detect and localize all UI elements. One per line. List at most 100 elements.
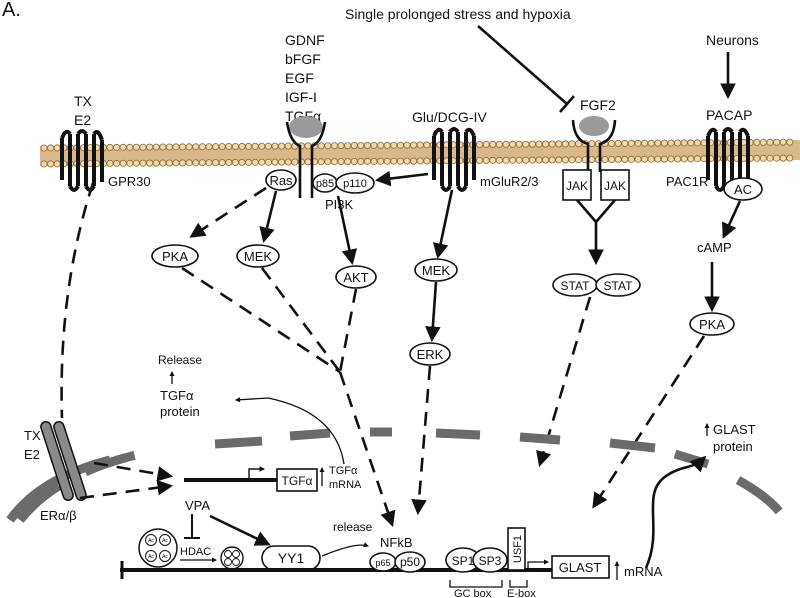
lipid-head (212, 159, 220, 167)
estrogen-receptor (40, 421, 87, 501)
glast-promoter-arrow (527, 559, 550, 570)
lipid-head (509, 140, 517, 148)
pka-label: PKA (162, 249, 188, 264)
lipid-head (198, 143, 206, 151)
lipid-head (330, 158, 338, 166)
lipid-head (522, 156, 530, 164)
pac1r-receptor (706, 127, 750, 192)
lipid-head (231, 158, 239, 166)
lipid-head (693, 155, 701, 163)
lipid-head (575, 140, 583, 148)
lipid-head (159, 159, 167, 167)
yy1-release-arrow (321, 542, 369, 557)
hdac-label: HDAC (180, 546, 211, 558)
gpr30-label: GPR30 (108, 174, 151, 189)
lipid-head (627, 155, 635, 163)
lipid-head (674, 139, 682, 147)
lipid-head (634, 139, 642, 147)
lipid-head (126, 143, 134, 151)
lipid-head (251, 142, 259, 150)
tgfa-gene-label: TGFα (282, 474, 313, 488)
lipid-head (212, 143, 220, 151)
e-box-label: E-box (507, 588, 536, 598)
lipid-head (377, 157, 385, 165)
lipid-head (568, 156, 576, 164)
growth-factor-receptor (285, 116, 327, 198)
lipid-head (284, 158, 292, 166)
ac-mark: Ac (162, 554, 168, 560)
glu-label: Glu/DCG-IV (412, 109, 487, 125)
akt-node (335, 265, 377, 289)
pka-to-glast-arrow (592, 335, 706, 509)
lipid-head (608, 155, 616, 163)
lipid-head (773, 138, 781, 146)
lipid-head (687, 155, 695, 163)
lipid-head (258, 142, 266, 150)
lipid-head (753, 138, 761, 146)
lipid-head (119, 159, 127, 167)
p110-label: p110 (343, 178, 367, 190)
growth-factor-label: IGF-I (285, 89, 317, 105)
lipid-head (172, 143, 180, 151)
lipid-head (423, 157, 431, 165)
pka2-label: PKA (699, 317, 725, 332)
stat-node-right (595, 273, 641, 297)
jak-box-left (562, 169, 592, 201)
lipid-head (588, 140, 596, 148)
gc-box-label: GC box (454, 588, 492, 598)
lipid-head (410, 141, 418, 149)
lipid-head (515, 140, 523, 148)
lipid-head (390, 141, 398, 149)
lipid-head (205, 143, 213, 151)
lipid-head (165, 159, 173, 167)
lipid-head (350, 157, 358, 165)
lipid-head (53, 144, 61, 152)
tx-label: TX (74, 93, 93, 109)
lipid-head (528, 140, 536, 148)
lipid-head (403, 141, 411, 149)
jak-to-stat-arrow (576, 199, 616, 262)
lipid-head (608, 139, 616, 147)
converge-to-nfkb-arrow (338, 371, 396, 527)
release-label: Release (158, 353, 202, 367)
lipid-head (40, 144, 48, 152)
lipid-head (641, 139, 649, 147)
ras-protein (265, 169, 297, 191)
lipid-head (614, 139, 622, 147)
lipid-head (476, 156, 484, 164)
lipid-head (106, 143, 114, 151)
lipid-head (660, 155, 668, 163)
lipid-head (535, 156, 543, 164)
growth-factor-label: bFGF (285, 51, 321, 67)
stress-label: Single prolonged stress and hypoxia (345, 6, 571, 22)
lipid-head (627, 139, 635, 147)
mglur-to-pi3k-arrow (374, 170, 429, 187)
mglur-to-mek-arrow (432, 189, 454, 260)
lipid-head (165, 143, 173, 151)
lipid-head (548, 140, 556, 148)
lipid-head (759, 154, 767, 162)
lipid-head (621, 139, 629, 147)
lipid-head (568, 140, 576, 148)
lipid-head (588, 156, 596, 164)
glast-gene-label: GLAST (559, 560, 602, 575)
lipid-head (482, 140, 490, 148)
lipid-head (179, 159, 187, 167)
lipid-head (231, 142, 239, 150)
lipid-head (317, 158, 325, 166)
gpr30-to-er-line (60, 182, 95, 419)
camp-label: cAMP (697, 240, 732, 255)
ac-mark: Ac (148, 538, 154, 544)
jak-label-left: JAK (566, 179, 588, 193)
lipid-head (528, 156, 536, 164)
nuc-tx-label: TX (24, 428, 41, 443)
fgf2-receptor (571, 116, 617, 172)
lipid-head (759, 138, 767, 146)
pi3k-to-akt-arrow (336, 195, 358, 266)
lipid-head (350, 141, 358, 149)
lipid-head (317, 142, 325, 150)
lipid-head (192, 143, 200, 151)
lipid-head (509, 156, 517, 164)
ras-to-pka-arrow (189, 186, 267, 238)
er-to-tgfa-arrow-2 (79, 479, 174, 500)
